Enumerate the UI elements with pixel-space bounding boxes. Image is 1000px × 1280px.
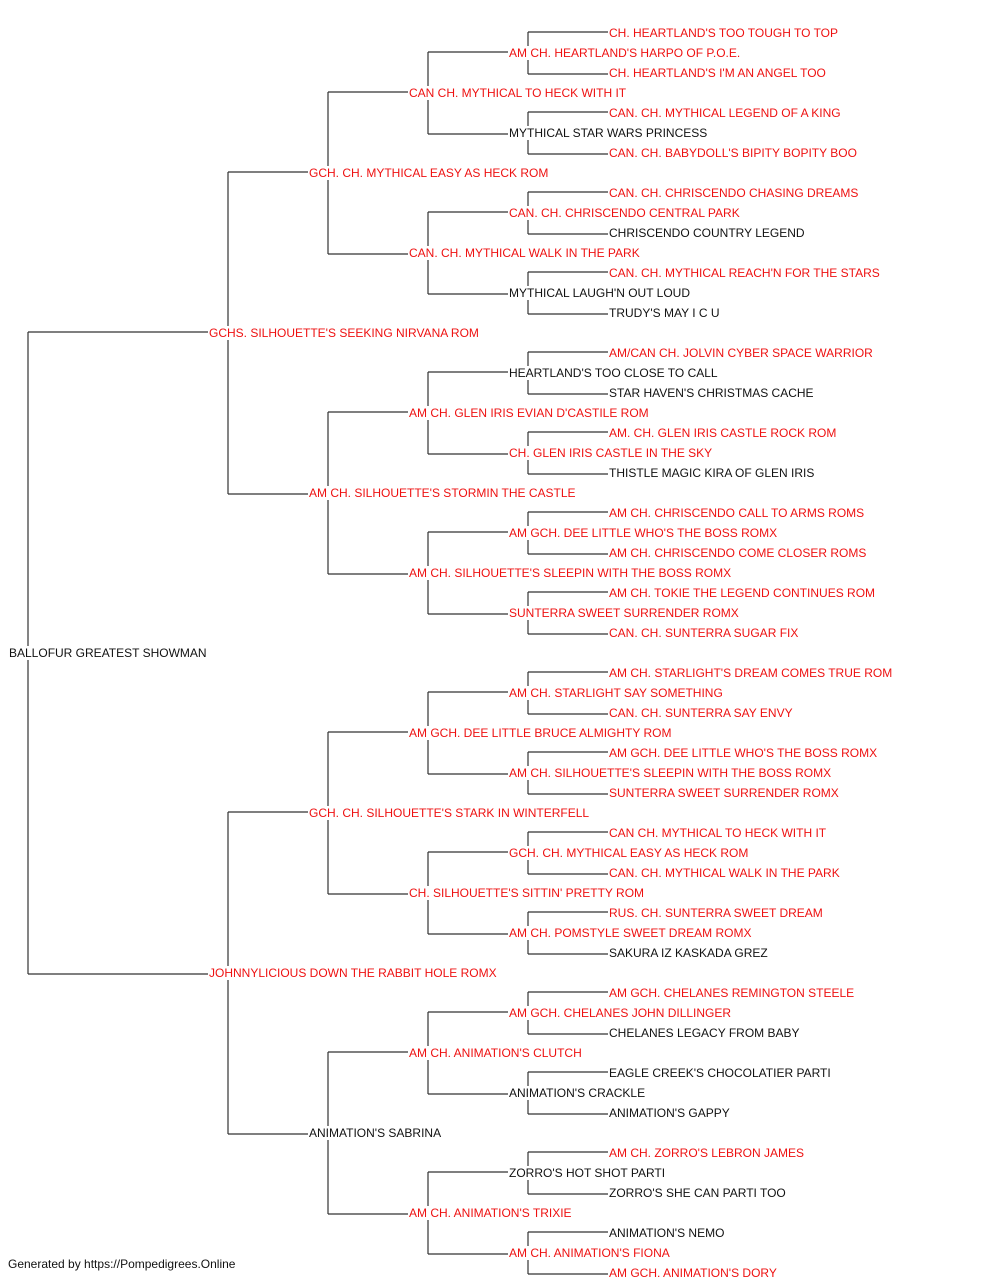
ancestor-name-gen5: CAN. CH. MYTHICAL REACH'N FOR THE STARS [608, 266, 881, 280]
ancestor-name-gen5: AM CH. ZORRO'S LEBRON JAMES [608, 1146, 805, 1160]
ancestor-name-gen4: GCH. CH. MYTHICAL EASY AS HECK ROM [508, 846, 750, 860]
ancestor-name-gen2: ANIMATION'S SABRINA [308, 1126, 443, 1140]
ancestor-name-gen5: CHRISCENDO COUNTRY LEGEND [608, 226, 806, 240]
ancestor-name-gen5: CAN. CH. MYTHICAL LEGEND OF A KING [608, 106, 842, 120]
ancestor-name-gen1: GCHS. SILHOUETTE'S SEEKING NIRVANA ROM [208, 326, 480, 340]
ancestor-name-gen5: CH. HEARTLAND'S I'M AN ANGEL TOO [608, 66, 827, 80]
ancestor-name-gen3: CAN. CH. MYTHICAL WALK IN THE PARK [408, 246, 641, 260]
ancestor-name-gen4: SUNTERRA SWEET SURRENDER ROMX [508, 606, 740, 620]
ancestor-name-gen1: JOHNNYLICIOUS DOWN THE RABBIT HOLE ROMX [208, 966, 498, 980]
ancestor-name-gen4: AM CH. POMSTYLE SWEET DREAM ROMX [508, 926, 753, 940]
ancestor-name-gen5: CAN. CH. CHRISCENDO CHASING DREAMS [608, 186, 860, 200]
ancestor-name-gen5: AM CH. STARLIGHT'S DREAM COMES TRUE ROM [608, 666, 894, 680]
ancestor-name-gen5: AM CH. CHRISCENDO COME CLOSER ROMS [608, 546, 868, 560]
ancestor-name-gen4: ZORRO'S HOT SHOT PARTI [508, 1166, 667, 1180]
ancestor-name-gen5: AM. CH. GLEN IRIS CASTLE ROCK ROM [608, 426, 838, 440]
ancestor-name-gen4: AM CH. ANIMATION'S FIONA [508, 1246, 671, 1260]
ancestor-name-gen4: AM CH. SILHOUETTE'S SLEEPIN WITH THE BOS… [508, 766, 833, 780]
ancestor-name-gen4: ANIMATION'S CRACKLE [508, 1086, 647, 1100]
ancestor-name-gen5: ANIMATION'S GAPPY [608, 1106, 731, 1120]
ancestor-name-gen5: ANIMATION'S NEMO [608, 1226, 726, 1240]
ancestor-name-gen3: AM CH. ANIMATION'S TRIXIE [408, 1206, 573, 1220]
ancestor-name-gen5: AM CH. TOKIE THE LEGEND CONTINUES ROM [608, 586, 877, 600]
ancestor-name-gen3: CH. SILHOUETTE'S SITTIN' PRETTY ROM [408, 886, 646, 900]
ancestor-name-gen3: AM GCH. DEE LITTLE BRUCE ALMIGHTY ROM [408, 726, 673, 740]
ancestor-name-gen4: AM GCH. CHELANES JOHN DILLINGER [508, 1006, 733, 1020]
ancestor-name-gen5: AM/CAN CH. JOLVIN CYBER SPACE WARRIOR [608, 346, 874, 360]
ancestor-name-gen5: SAKURA IZ KASKADA GREZ [608, 946, 769, 960]
ancestor-name-gen5: AM GCH. CHELANES REMINGTON STEELE [608, 986, 856, 1000]
ancestor-name-gen2: AM CH. SILHOUETTE'S STORMIN THE CASTLE [308, 486, 577, 500]
ancestor-name-gen5: CAN. CH. MYTHICAL WALK IN THE PARK [608, 866, 841, 880]
ancestor-name-gen5: TRUDY'S MAY I C U [608, 306, 721, 320]
ancestor-name-gen5: RUS. CH. SUNTERRA SWEET DREAM [608, 906, 824, 920]
ancestor-name-gen5: CH. HEARTLAND'S TOO TOUGH TO TOP [608, 26, 840, 40]
ancestor-name-gen5: EAGLE CREEK'S CHOCOLATIER PARTI [608, 1066, 832, 1080]
ancestor-name-gen5: CAN. CH. SUNTERRA SAY ENVY [608, 706, 794, 720]
ancestor-name-gen4: CH. GLEN IRIS CASTLE IN THE SKY [508, 446, 714, 460]
ancestor-name-gen4: HEARTLAND'S TOO CLOSE TO CALL [508, 366, 719, 380]
ancestor-name-gen5: ZORRO'S SHE CAN PARTI TOO [608, 1186, 787, 1200]
ancestor-name-gen5: CHELANES LEGACY FROM BABY [608, 1026, 801, 1040]
ancestor-name-gen3: CAN CH. MYTHICAL TO HECK WITH IT [408, 86, 628, 100]
ancestor-name-gen4: AM CH. HEARTLAND'S HARPO OF P.O.E. [508, 46, 742, 60]
ancestor-name-gen3: AM CH. GLEN IRIS EVIAN D'CASTILE ROM [408, 406, 650, 420]
ancestor-name-gen2: GCH. CH. SILHOUETTE'S STARK IN WINTERFEL… [308, 806, 591, 820]
ancestor-name-gen5: CAN. CH. SUNTERRA SUGAR FIX [608, 626, 800, 640]
ancestor-name-gen3: AM CH. ANIMATION'S CLUTCH [408, 1046, 583, 1060]
ancestor-name-gen5: THISTLE MAGIC KIRA OF GLEN IRIS [608, 466, 816, 480]
ancestor-name-gen5: AM GCH. ANIMATION'S DORY [608, 1266, 778, 1280]
footer-credit: Generated by https://Pompedigrees.Online [8, 1257, 236, 1271]
ancestor-name-gen3: AM CH. SILHOUETTE'S SLEEPIN WITH THE BOS… [408, 566, 733, 580]
ancestor-name-gen4: MYTHICAL LAUGH'N OUT LOUD [508, 286, 691, 300]
ancestor-name-gen4: AM CH. STARLIGHT SAY SOMETHING [508, 686, 724, 700]
ancestor-name-gen4: MYTHICAL STAR WARS PRINCESS [508, 126, 709, 140]
ancestor-name-gen5: CAN. CH. BABYDOLL'S BIPITY BOPITY BOO [608, 146, 858, 160]
ancestor-name-gen5: CAN CH. MYTHICAL TO HECK WITH IT [608, 826, 828, 840]
subject-dog-name: BALLOFUR GREATEST SHOWMAN [8, 646, 208, 660]
ancestor-name-gen2: GCH. CH. MYTHICAL EASY AS HECK ROM [308, 166, 550, 180]
ancestor-name-gen5: AM GCH. DEE LITTLE WHO'S THE BOSS ROMX [608, 746, 879, 760]
ancestor-name-gen5: AM CH. CHRISCENDO CALL TO ARMS ROMS [608, 506, 866, 520]
ancestor-name-gen4: CAN. CH. CHRISCENDO CENTRAL PARK [508, 206, 741, 220]
ancestor-name-gen5: STAR HAVEN'S CHRISTMAS CACHE [608, 386, 815, 400]
ancestor-name-gen4: AM GCH. DEE LITTLE WHO'S THE BOSS ROMX [508, 526, 779, 540]
ancestor-name-gen5: SUNTERRA SWEET SURRENDER ROMX [608, 786, 840, 800]
